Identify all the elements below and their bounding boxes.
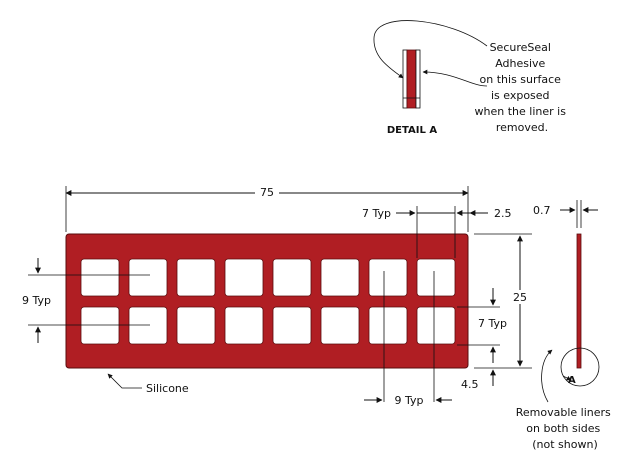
- callout-line-2: Adhesive: [495, 57, 545, 70]
- detail-marker: A: [568, 375, 576, 386]
- liners-note: Removable liners on both sides (not show…: [516, 406, 615, 451]
- pocket-r1-c4: [224, 258, 264, 297]
- dim-vertical-pitch: 9 Typ: [22, 258, 150, 343]
- dim-vertical-pitch-label: 9 Typ: [22, 294, 51, 307]
- dim-thickness-label: 0.7: [533, 204, 551, 217]
- dim-overall-width: 75: [65, 185, 469, 232]
- dim-pocket-width-label: 7 Typ: [362, 207, 391, 220]
- pocket-r1-c3: [176, 258, 216, 297]
- detail-a-circle: [560, 347, 600, 387]
- dim-horizontal-pitch: 9 Typ: [364, 392, 452, 407]
- detail-a-title: DETAIL A: [387, 125, 437, 136]
- pocket-r1-c6: [320, 258, 360, 297]
- liners-leader: [541, 349, 553, 403]
- pocket-r2-c7: [368, 306, 408, 345]
- liners-line-2: on both sides: [526, 422, 600, 435]
- pocket-r2-c5: [272, 306, 312, 345]
- liners-line-3: (not shown): [532, 438, 598, 451]
- detail-a-silicone-section: [406, 49, 417, 109]
- pocket-r1-c5: [272, 258, 312, 297]
- callout-line-3: on this surface: [480, 73, 562, 86]
- pocket-r1-c7: [368, 258, 408, 297]
- pocket-r2-c3: [176, 306, 216, 345]
- dim-edge-margin-label: 2.5: [494, 207, 512, 220]
- detail-a-callout: SecureSeal Adhesive on this surface is e…: [475, 41, 570, 134]
- dim-pocket-height: 7 Typ: [457, 288, 507, 363]
- pocket-r1-c2: [128, 258, 168, 297]
- material-label: Silicone: [146, 382, 189, 395]
- dim-horizontal-pitch-label: 9 Typ: [395, 394, 424, 407]
- side-view-profile: [576, 233, 582, 369]
- material-callout: Silicone: [107, 373, 189, 395]
- pocket-r1-c1: [80, 258, 120, 297]
- dim-edge-margin: 2.5: [469, 207, 512, 220]
- side-view: 0.7 A Removable liners on both sides (no…: [516, 200, 615, 451]
- dim-pocket-width: 7 Typ: [362, 206, 475, 258]
- pocket-r2-c2: [128, 306, 168, 345]
- detail-a-leader-left: [373, 20, 488, 79]
- part-body: [65, 233, 469, 369]
- dim-overall-width-label: 75: [260, 186, 274, 199]
- pocket-r2-c6: [320, 306, 360, 345]
- pocket-grid: [80, 258, 456, 345]
- pocket-r2-c1: [80, 306, 120, 345]
- pocket-r2-c4: [224, 306, 264, 345]
- dim-bottom-margin: 4.5: [461, 369, 496, 391]
- callout-line-4: is exposed: [491, 89, 550, 102]
- detail-a-leader-right: [422, 69, 488, 87]
- liners-line-1: Removable liners: [516, 406, 611, 419]
- pocket-r2-c8: [416, 306, 456, 345]
- callout-line-1: SecureSeal: [490, 41, 551, 54]
- dim-pocket-height-label: 7 Typ: [478, 317, 507, 330]
- dim-overall-height: 25: [474, 233, 532, 369]
- dim-overall-height-label: 25: [513, 291, 527, 304]
- dim-bottom-margin-label: 4.5: [461, 378, 479, 391]
- detail-a-liner-left: [402, 49, 408, 109]
- silicone-part: [65, 233, 469, 369]
- detail-a-liner-right: [415, 49, 421, 109]
- callout-line-6: removed.: [496, 121, 548, 134]
- centerlines: [383, 271, 435, 402]
- callout-line-5: when the liner is: [475, 105, 567, 118]
- pocket-r1-c8: [416, 258, 456, 297]
- detail-a: DETAIL A SecureSeal Adhesive on this sur…: [373, 20, 570, 136]
